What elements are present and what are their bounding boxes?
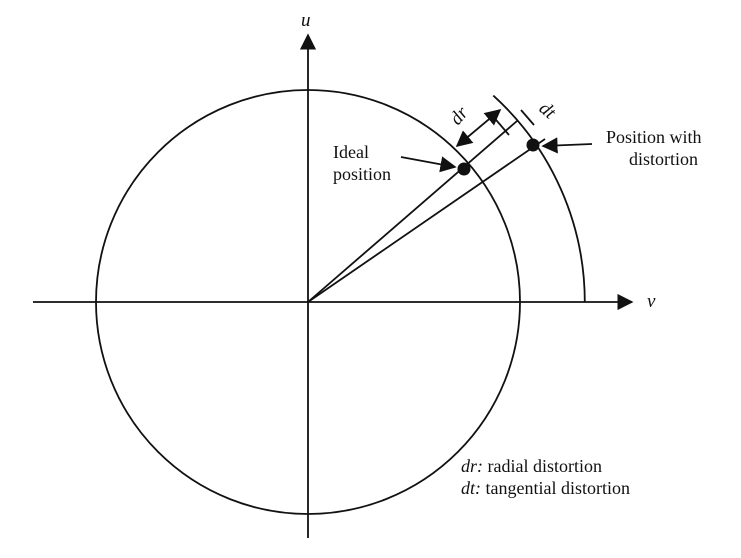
- u-axis-label: u: [301, 10, 311, 31]
- legend-dr: dr: radial distortion: [461, 456, 602, 476]
- distortion-label-line2: distortion: [629, 149, 698, 169]
- dt-label: dt: [535, 98, 560, 124]
- legend-dt-text: tangential distortion: [481, 478, 630, 498]
- legend-dr-text: radial distortion: [483, 456, 602, 476]
- legend-dt-term: dt:: [461, 478, 481, 498]
- legend-dr-term: dr:: [461, 456, 483, 476]
- ideal-label-line1: Ideal: [333, 142, 369, 162]
- distorted-ray: [307, 138, 546, 303]
- ideal-callout-arrow: [400, 156, 457, 173]
- dr-tick: [490, 113, 510, 136]
- v-axis-label: v: [647, 291, 656, 312]
- ideal-label-line2: position: [333, 164, 391, 184]
- dr-label: dr: [446, 102, 473, 129]
- legend-dt: dt: tangential distortion: [461, 478, 630, 498]
- distorted-point: [526, 138, 540, 152]
- dt-tick: [520, 109, 535, 126]
- ideal-ray: [307, 120, 518, 303]
- ideal-point: [457, 162, 471, 176]
- distortion-arc: [492, 94, 586, 303]
- distortion-callout-arrow: [541, 137, 593, 154]
- dr-arrow: [455, 108, 502, 148]
- distortion-label-line1: Position with: [606, 127, 702, 147]
